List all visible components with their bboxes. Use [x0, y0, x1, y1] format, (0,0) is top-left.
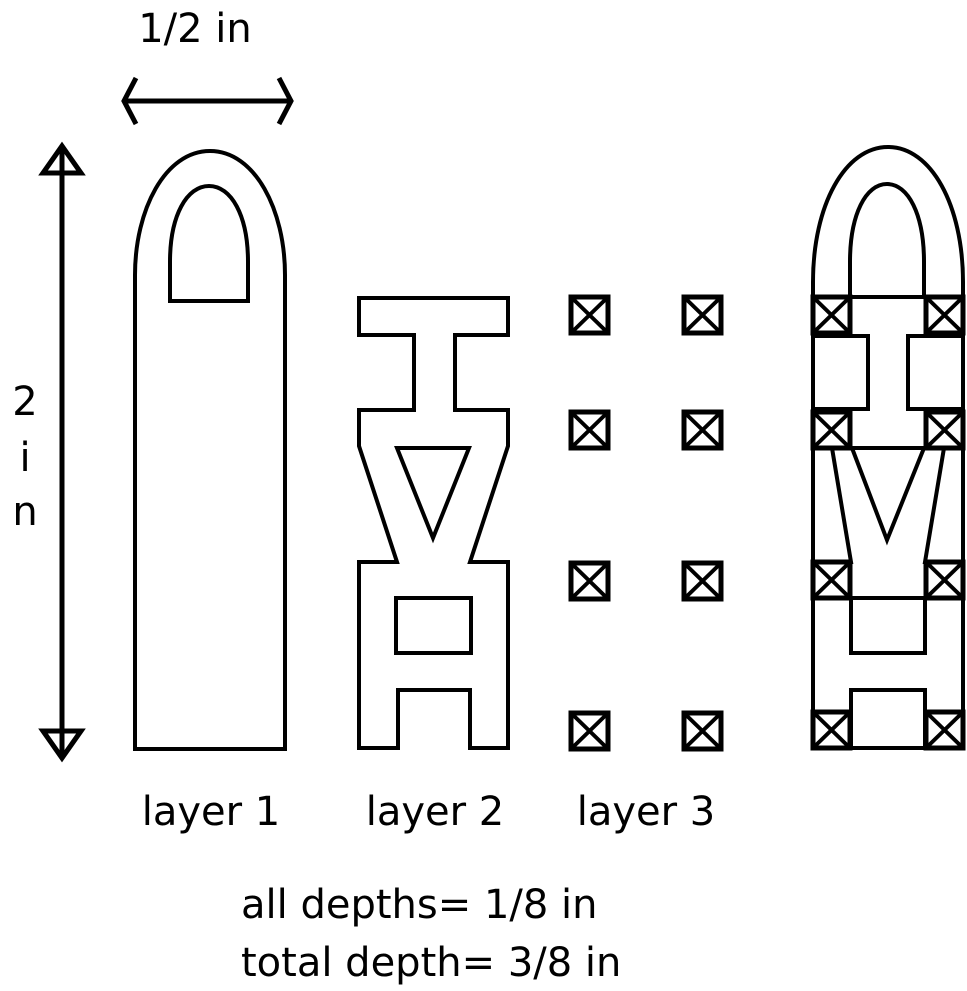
- layer-3-post: [568, 409, 611, 451]
- layer-1-key-hole: [168, 183, 250, 303]
- width-arrowhead-right: [276, 76, 294, 126]
- layer-3-post: [568, 560, 611, 602]
- layer-3-post: [681, 409, 724, 451]
- height-arrowhead-top: [38, 141, 86, 176]
- layer-2-rect-cutout: [394, 596, 473, 655]
- assembled-outline: [811, 144, 965, 750]
- assembled-post: [923, 294, 966, 336]
- assembled-post: [810, 559, 853, 601]
- depth-note-each: all depths= 1/8 in: [241, 882, 598, 928]
- assembled-post: [810, 709, 853, 751]
- layer-1-outline: [133, 148, 287, 751]
- layer-3-markers: [568, 294, 724, 752]
- height-label-i: i: [19, 435, 30, 481]
- assembled-post: [923, 559, 966, 601]
- layer-3-post: [568, 710, 611, 752]
- layer-1-shape: [133, 148, 287, 751]
- assembled-h-left-slot: [811, 334, 870, 411]
- layer-2-caption: layer 2: [366, 789, 505, 835]
- assembled-post: [923, 409, 966, 451]
- layer-2-triangle-cutout: [394, 446, 472, 544]
- assembled-a-base: [849, 688, 927, 748]
- width-label: 1/2 in: [138, 6, 252, 52]
- assembled-h-right-slot: [906, 334, 965, 411]
- width-arrowhead-left: [121, 76, 139, 126]
- assembled-post: [810, 294, 853, 336]
- assembled-v-inner: [850, 447, 926, 546]
- layer-3-post: [568, 294, 611, 336]
- layer-3-post: [681, 560, 724, 602]
- assembled-key-hole: [848, 181, 926, 297]
- assembled-v-right: [922, 447, 963, 564]
- assembled-post: [923, 709, 966, 751]
- layer-3-post: [681, 294, 724, 336]
- depth-note-total: total depth= 3/8 in: [241, 940, 621, 986]
- layer-3-caption: layer 3: [577, 789, 716, 835]
- layer-2-outline: [357, 296, 510, 750]
- height-label-digit: 2: [12, 379, 37, 425]
- assembled-v-left: [813, 447, 854, 564]
- height-dimension: 2 i n: [12, 141, 86, 763]
- assembled-a-inner: [849, 598, 927, 655]
- width-dimension: 1/2 in: [121, 6, 294, 126]
- height-label-n: n: [12, 489, 37, 535]
- height-arrowhead-bottom: [38, 728, 86, 763]
- layer-2-shape: [357, 296, 510, 750]
- layer-3-post: [681, 710, 724, 752]
- assembled-fob: [810, 144, 966, 751]
- assembled-post: [810, 409, 853, 451]
- layer-1-caption: layer 1: [142, 789, 281, 835]
